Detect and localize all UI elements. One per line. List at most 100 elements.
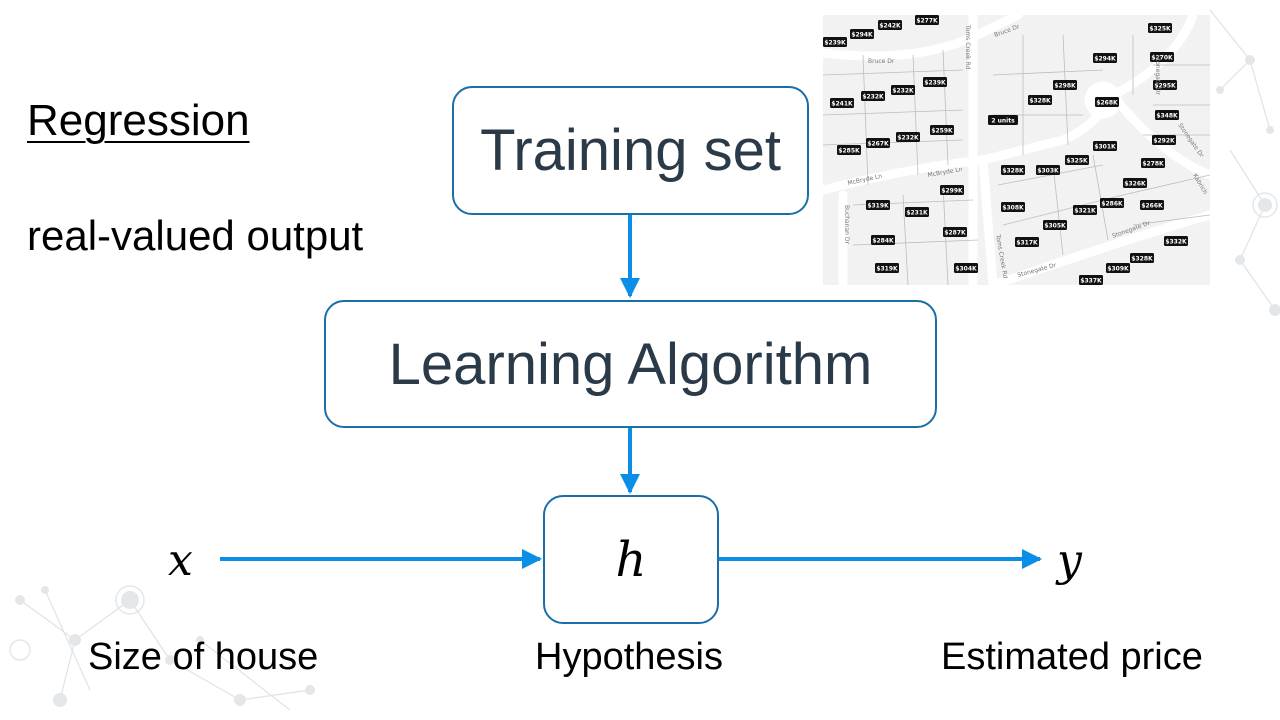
svg-text:$294K: $294K [1094,56,1116,63]
map-price-tag: $277K [915,15,939,25]
map-price-tag: $286K [1100,198,1124,208]
map-price-tag: $319K [866,200,890,210]
svg-text:$242K: $242K [879,23,901,30]
map-price-tag: $270K [1150,52,1174,62]
input-variable: x [168,535,193,586]
svg-text:2 units: 2 units [991,118,1015,125]
map-price-tag: $267K [866,138,890,148]
map-price-tag: $298K [1053,80,1077,90]
map-price-tag: $305K [1043,220,1067,230]
map-price-tag: $294K [850,29,874,39]
svg-text:$303K: $303K [1037,168,1059,175]
map-street-label: Bruce Dr [868,58,895,65]
learning-algorithm-label: Learning Algorithm [388,331,873,397]
output-type-label: real-valued output [27,212,364,259]
map-price-tag: $241K [830,98,854,108]
svg-text:$294K: $294K [851,32,873,39]
map-street-label: Toms Creek Rd [964,24,971,70]
map-price-tag: $299K [940,185,964,195]
map-price-tag: $287K [943,227,967,237]
svg-text:$337K: $337K [1080,278,1102,285]
svg-text:$325K: $325K [1066,158,1088,165]
map-price-tag: $284K [871,235,895,245]
map-price-tag: $259K [930,125,954,135]
map-price-tag: 2 units [988,115,1018,125]
svg-text:$277K: $277K [916,18,938,25]
svg-text:$301K: $301K [1094,144,1116,151]
svg-text:$305K: $305K [1044,223,1066,230]
hypothesis-caption: Hypothesis [535,636,723,678]
map-drawing: $239K $294K $242K $277K $325K $270K $294K $295K… [823,15,1210,285]
map-price-tag: $292K [1152,135,1176,145]
svg-text:$278K: $278K [1142,161,1164,168]
svg-text:$304K: $304K [955,266,977,273]
map-price-tag: $319K [875,263,899,273]
map-price-tag: $294K [1093,53,1117,63]
svg-text:$286K: $286K [1101,201,1123,208]
svg-text:$328K: $328K [1002,168,1024,175]
svg-text:$285K: $285K [838,148,860,155]
svg-text:$298K: $298K [1054,83,1076,90]
svg-text:$232K: $232K [892,88,914,95]
input-caption: Size of house [88,636,319,678]
map-price-tag: $285K [837,145,861,155]
svg-text:$319K: $319K [876,266,898,273]
map-price-tag: $332K [1164,236,1188,246]
map-price-tag: $231K [905,207,929,217]
hypothesis-box: h [543,495,719,624]
svg-text:$284K: $284K [872,238,894,245]
house-price-map: $239K $294K $242K $277K $325K $270K $294K $295K… [823,15,1210,285]
map-price-tag: $232K [896,132,920,142]
svg-text:$321K: $321K [1074,208,1096,215]
map-price-tag: $325K [1065,155,1089,165]
svg-text:$317K: $317K [1016,240,1038,247]
map-price-tag: $295K [1153,80,1177,90]
svg-text:$241K: $241K [831,101,853,108]
svg-text:$328K: $328K [1131,256,1153,263]
learning-algorithm-box: Learning Algorithm [324,300,937,428]
map-street-label: Stonegate Dr [1154,55,1161,95]
svg-text:$266K: $266K [1141,203,1163,210]
svg-text:$308K: $308K [1002,205,1024,212]
output-caption: Estimated price [941,636,1203,678]
output-variable: y [1057,535,1082,586]
svg-text:$267K: $267K [867,141,889,148]
map-price-tag: $301K [1093,141,1117,151]
map-price-tag: $266K [1140,200,1164,210]
svg-text:$309K: $309K [1107,266,1129,273]
map-price-tag: $326K [1123,178,1147,188]
svg-text:$326K: $326K [1124,181,1146,188]
map-price-tag: $308K [1001,202,1025,212]
svg-text:$268K: $268K [1096,100,1118,107]
map-price-tag: $303K [1036,165,1060,175]
svg-text:$328K: $328K [1029,98,1051,105]
svg-text:$295K: $295K [1154,83,1176,90]
svg-text:$299K: $299K [941,188,963,195]
map-price-tag: $337K [1079,275,1103,285]
map-price-tag: $309K [1106,263,1130,273]
section-heading: Regression [27,96,250,145]
svg-text:$332K: $332K [1165,239,1187,246]
map-price-tag: $317K [1015,237,1039,247]
svg-text:$325K: $325K [1149,26,1171,33]
svg-text:$232K: $232K [862,94,884,101]
svg-text:$319K: $319K [867,203,889,210]
svg-text:$292K: $292K [1153,138,1175,145]
map-street-label: Buchanan Dr [843,205,850,245]
svg-text:$239K: $239K [824,40,846,47]
svg-text:$239K: $239K [924,80,946,87]
training-set-label: Training set [480,117,781,183]
hypothesis-symbol: h [615,531,647,588]
map-price-tag: $232K [891,85,915,95]
map-price-tag: $239K [923,77,947,87]
map-price-tag: $328K [1028,95,1052,105]
map-price-tag: $321K [1073,205,1097,215]
training-set-box: Training set [452,86,809,215]
map-price-tag: $232K [861,91,885,101]
map-price-tag: $242K [878,20,902,30]
map-price-tag: $304K [954,263,978,273]
svg-text:$232K: $232K [897,135,919,142]
svg-text:$259K: $259K [931,128,953,135]
